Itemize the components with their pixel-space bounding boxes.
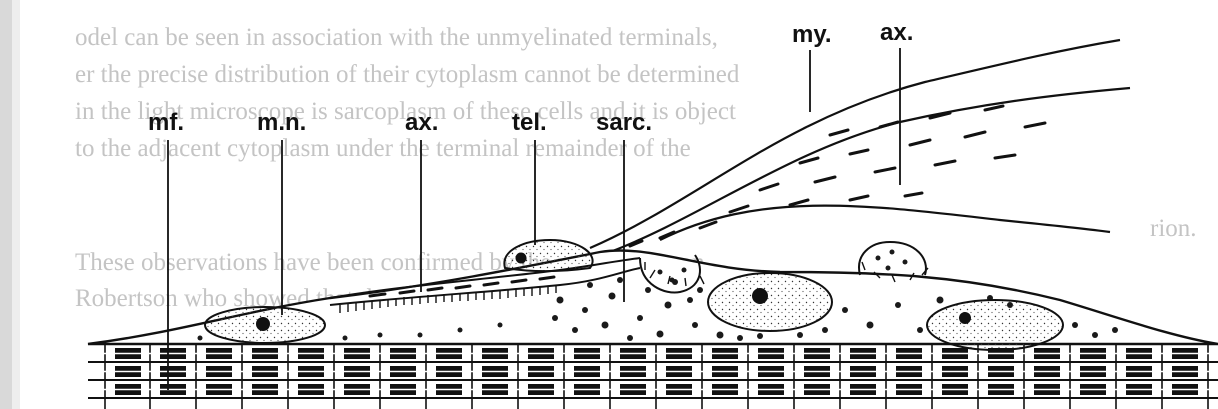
label-mf: mf. (148, 109, 184, 136)
label-ax-terminal: ax. (405, 109, 438, 136)
bleed-line-5: rion. (1150, 215, 1197, 242)
label-my: my. (792, 21, 832, 48)
page-edge-shadow (0, 0, 12, 409)
muscle-fibre (88, 344, 1218, 409)
page-edge-highlight (12, 0, 20, 409)
label-ax-myelinated: ax. (880, 19, 913, 46)
label-sarc: sarc. (596, 109, 652, 136)
teloglial-cell (504, 240, 592, 271)
axon-dashes (630, 106, 1045, 246)
label-tel: tel. (512, 109, 547, 136)
bleed-line-1: odel can be seen in association with the… (75, 24, 718, 51)
label-mn: m.n. (257, 109, 306, 136)
bleed-line-2: er the precise distribution of their cyt… (75, 61, 740, 88)
